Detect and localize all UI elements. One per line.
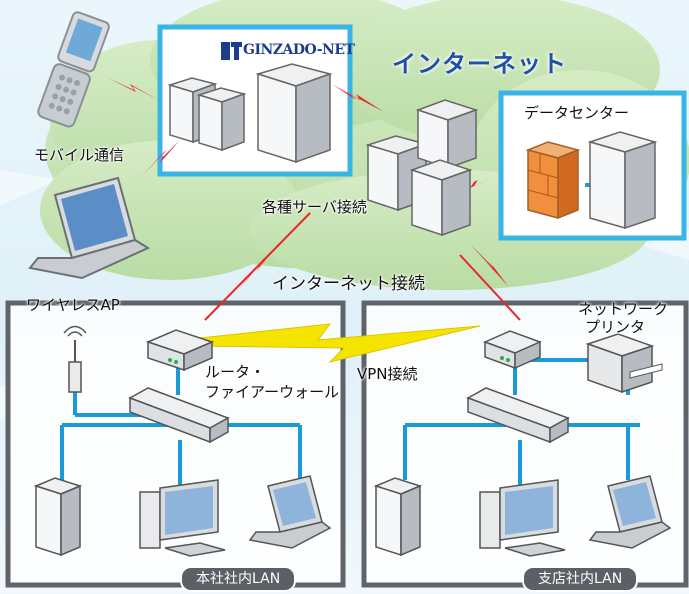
- vpn-lightning: [199, 323, 481, 363]
- internet-title: インターネット: [392, 50, 567, 78]
- branch-server-icon: [373, 477, 423, 557]
- datacenter-server-icon: [587, 131, 658, 230]
- hq-switch-icon: [128, 387, 230, 444]
- hq-router-icon: [145, 329, 215, 372]
- branch-lan-label: 支店社内LAN: [522, 566, 639, 592]
- wireless-ap-icon: [63, 325, 87, 393]
- internet-servers-icon: [365, 99, 479, 237]
- internet-connection-label: インターネット接続: [272, 274, 425, 294]
- hq-laptop-icon: [248, 475, 332, 549]
- branch-router-icon: [482, 330, 543, 370]
- ginzado-servers-icon: [167, 63, 333, 164]
- printer-label-line2: プリンタ: [585, 318, 646, 336]
- mobile-phone-icon: [37, 11, 110, 128]
- router-label-line1: ルータ・: [205, 363, 266, 381]
- mobile-label: モバイル通信: [34, 146, 125, 164]
- printer-label-line1: ネットワーク: [578, 300, 669, 318]
- wireless-ap-label: ワイヤレスAP: [26, 296, 120, 314]
- branch-switch-icon: [466, 387, 570, 444]
- vpn-label: VPN接続: [357, 365, 418, 383]
- firewall-icon: [525, 141, 581, 220]
- branch-desktop-icon: [479, 479, 566, 557]
- datacenter-label: データセンター: [524, 104, 630, 122]
- router-label-line2: ファイアーウォール: [205, 383, 340, 401]
- ginzado-logo-text: GINZADO-NET: [243, 42, 355, 58]
- ginzado-logo-mark: [221, 42, 242, 60]
- lightning-bolts: [108, 78, 508, 290]
- hq-server-icon: [33, 477, 83, 557]
- hq-desktop-icon: [139, 479, 226, 557]
- branch-laptop-icon: [588, 475, 672, 549]
- servers-label: 各種サーバ接続: [262, 198, 367, 216]
- hq-lan-label: 本社社内LAN: [180, 566, 297, 592]
- mobile-laptop-icon: [28, 176, 151, 280]
- network-printer-icon: [585, 333, 663, 394]
